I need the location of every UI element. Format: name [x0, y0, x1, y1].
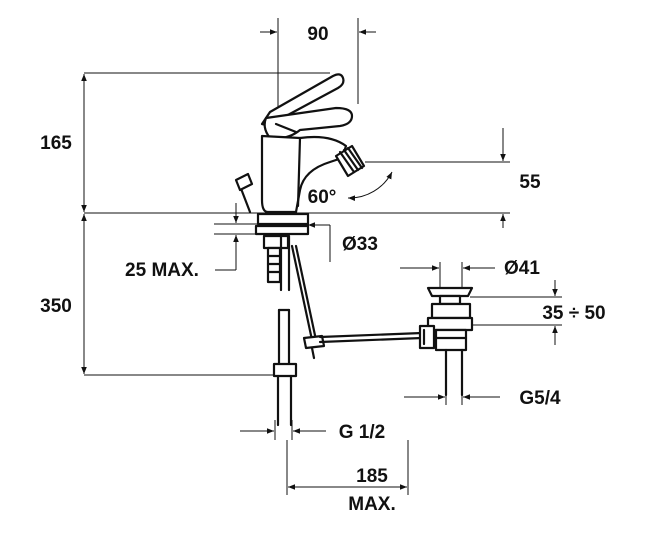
label-below-deck-length: 350	[40, 296, 72, 317]
label-deck-thickness: 25 MAX.	[125, 260, 199, 281]
label-rod-reach-suffix: MAX.	[348, 494, 396, 515]
label-spout-height: 55	[519, 172, 541, 193]
mixer-body	[234, 73, 366, 214]
label-drain-flange-diameter: Ø41	[504, 258, 540, 279]
label-drain-adjust-range: 35 ÷ 50	[542, 303, 605, 324]
pop-up-drain	[418, 286, 474, 397]
label-drain-thread: G5/4	[519, 388, 561, 409]
label-base-diameter: Ø33	[342, 234, 378, 255]
label-swivel-angle: 60°	[308, 187, 337, 208]
label-supply-thread: G 1/2	[339, 422, 385, 443]
label-rod-reach: 185	[356, 466, 388, 487]
dimension-labels: 90 165 55 60° 25 MAX. Ø33 350 Ø41 35 ÷ 5…	[40, 24, 605, 515]
label-handle-reach: 90	[307, 24, 328, 45]
label-height-above-deck: 165	[40, 133, 72, 154]
under-deck-fixings	[254, 212, 424, 427]
